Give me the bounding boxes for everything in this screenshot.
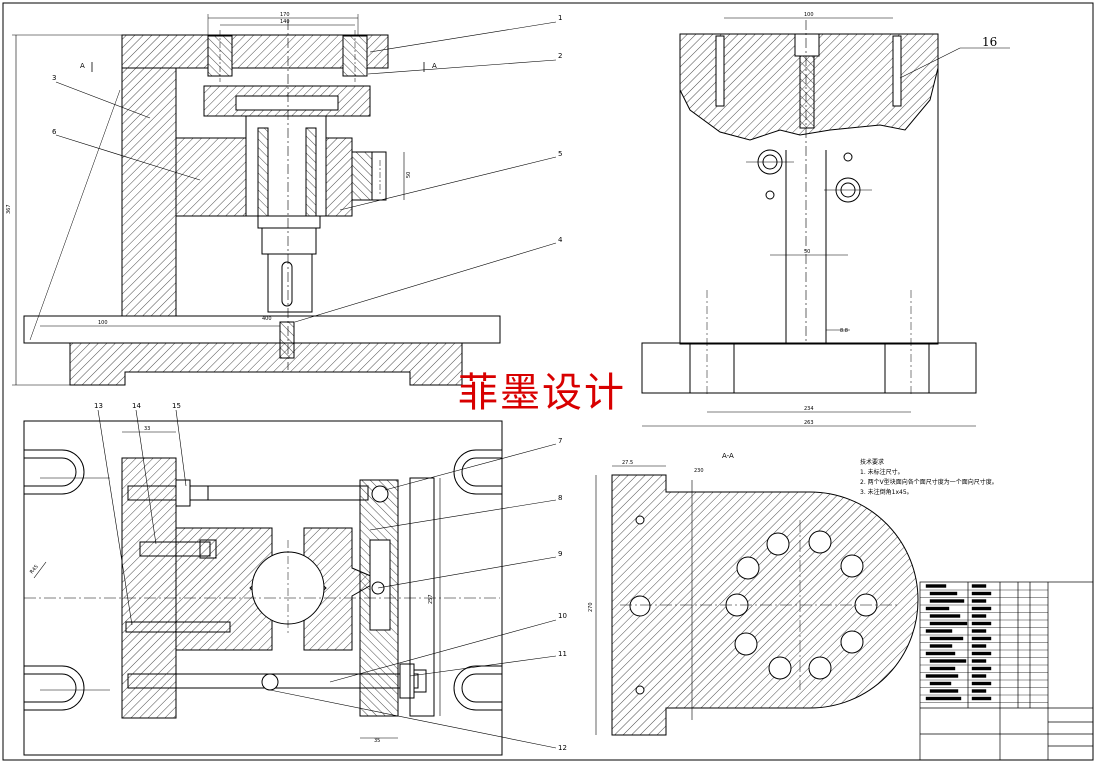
- callout-6: 6: [52, 128, 57, 136]
- callout-3: 3: [52, 74, 56, 82]
- section-aa-view: [595, 465, 919, 736]
- dim-aa-top: 230: [694, 468, 704, 474]
- title-block: [919, 581, 1094, 761]
- callout-9: 9: [558, 550, 562, 558]
- callout-11: 11: [558, 650, 567, 658]
- callout-12: 12: [558, 744, 567, 752]
- dim-side-mid: 50: [804, 249, 810, 255]
- section-marker-left: A: [80, 62, 85, 70]
- callout-16: 16: [982, 35, 997, 49]
- tech-note-3: 3. 未注倒角1x45。: [860, 489, 913, 496]
- plan-view: [23, 409, 557, 756]
- dim-base-mid: 400: [262, 316, 272, 322]
- dim-side-small: 8.8: [840, 328, 848, 334]
- callout-13: 13: [94, 402, 103, 410]
- dimension-labels: 170 140 367 100 400 50 100 50 8.8 234 26…: [6, 12, 848, 744]
- section-marker-right: A: [432, 62, 437, 70]
- dim-top-overall: 170: [280, 12, 290, 18]
- callout-14: 14: [132, 402, 141, 410]
- tech-notes-title: 技术要求: [860, 459, 885, 466]
- side-view: [641, 17, 1010, 427]
- dim-aa-height: 270: [588, 602, 594, 612]
- callout-labels: 1 2 3 6 5 4 7 8 9 10 11 12 13 14 15 16 A…: [52, 14, 997, 752]
- callout-15: 15: [172, 402, 181, 410]
- title-block-rows: [920, 584, 1048, 703]
- callout-10: 10: [558, 612, 567, 620]
- watermark: 菲墨设计: [458, 370, 626, 416]
- dim-top-inner: 140: [280, 19, 290, 25]
- callout-4: 4: [558, 236, 563, 244]
- dim-aa-left: 27.5: [622, 460, 633, 466]
- dim-side-width-top: 100: [804, 12, 814, 18]
- tech-notes: 技术要求 1. 未标注尺寸。 2. 两个V型块面向各个面尺寸度为一个面向尺寸度。…: [860, 458, 998, 498]
- section-title-aa: A-A: [722, 452, 734, 460]
- dim-angle: R45: [29, 564, 40, 575]
- callout-2: 2: [558, 52, 562, 60]
- dim-side-base-outer: 263: [804, 420, 814, 426]
- tech-note-2: 2. 两个V型块面向各个面尺寸度为一个面向尺寸度。: [860, 479, 998, 486]
- dim-plan-top: 33: [144, 426, 150, 432]
- dim-side-base-inner: 234: [804, 406, 814, 412]
- dim-bush: 50: [406, 172, 412, 178]
- tech-note-1: 1. 未标注尺寸。: [860, 469, 904, 476]
- dim-plan-bottom: 35: [374, 738, 380, 744]
- dim-plan-right: 257: [428, 594, 434, 604]
- front-view: [12, 14, 557, 386]
- callout-5: 5: [558, 150, 562, 158]
- callout-8: 8: [558, 494, 562, 502]
- callout-7: 7: [558, 437, 562, 445]
- dim-height-left: 367: [6, 204, 12, 214]
- dim-base-left: 100: [98, 320, 108, 326]
- callout-1: 1: [558, 14, 562, 22]
